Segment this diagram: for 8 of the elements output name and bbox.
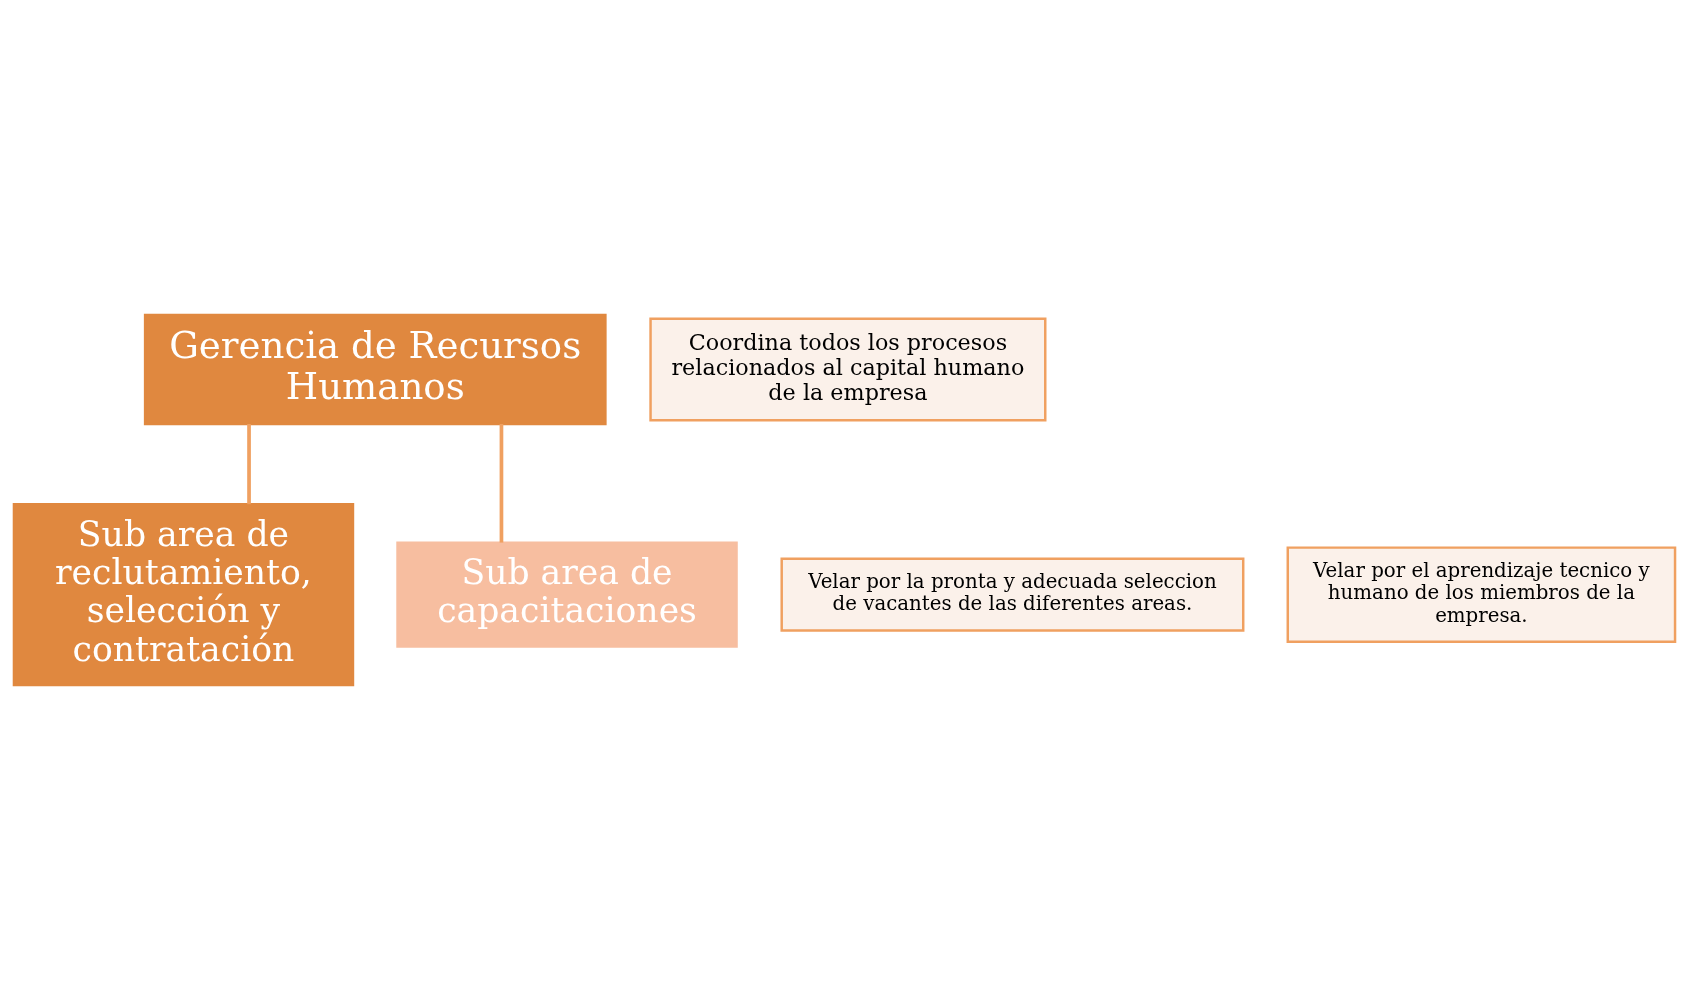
connector [499, 424, 503, 543]
node-box: Coordina todos los procesos relacionados al capital humano de la empresa [648, 317, 1046, 422]
node-box: Gerencia de Recursos Humanos [143, 313, 607, 426]
node-box: Velar por el aprendizaje tecnico y humano de los miembros de la empresa. [1286, 546, 1676, 643]
node-box: Sub area de capacitaciones [395, 541, 738, 648]
node-box: Sub area de reclutamiento, selección y contratación [12, 503, 354, 687]
connector [246, 424, 251, 505]
node-box: Velar por la pronta y adecuada seleccion de vacantes de las diferentes areas. [779, 557, 1244, 632]
